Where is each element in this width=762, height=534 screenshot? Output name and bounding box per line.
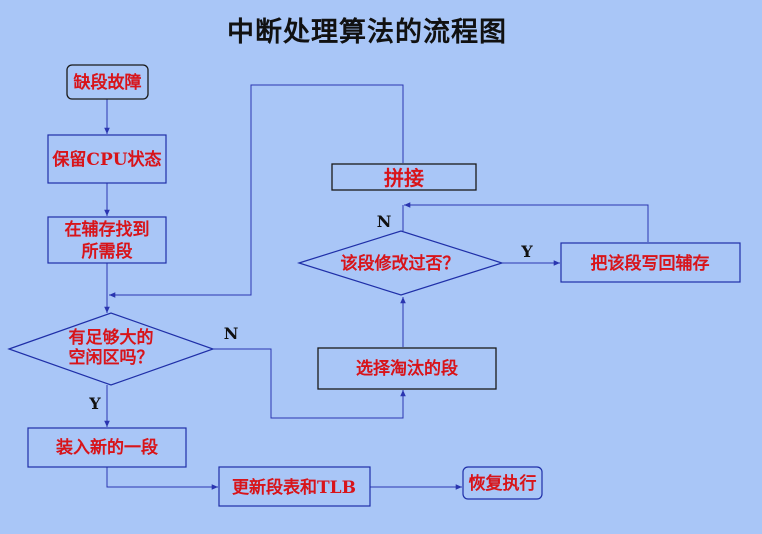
arrow-merge-loop <box>109 84 404 298</box>
label-modified-yes: Y <box>520 242 533 261</box>
page-title: 中断处理算法的流程图 <box>227 17 507 48</box>
node-missing-segment: 缺段故障 <box>66 64 149 100</box>
node-write-back-label: 把该段写回辅存 <box>591 253 710 274</box>
node-choose-evict: 选择淘汰的段 <box>317 347 497 390</box>
node-enough-line1: 有足够大的 <box>69 327 154 348</box>
label-modified-no: N <box>377 212 392 231</box>
node-merge: 拼接 <box>331 163 477 191</box>
node-resume: 恢复执行 <box>462 466 543 500</box>
connectors <box>104 84 649 490</box>
node-enough-space: 有足够大的 空闲区吗？ <box>7 312 215 386</box>
arrow-enough-no <box>213 348 406 419</box>
node-find-line2: 所需段 <box>82 241 133 262</box>
node-load-new: 装入新的一段 <box>27 427 187 468</box>
node-save-cpu: 保留CPU状态 <box>47 134 167 184</box>
node-modified-label: 该段修改过否？ <box>341 253 460 274</box>
node-resume-label: 恢复执行 <box>469 473 537 494</box>
node-write-back: 把该段写回辅存 <box>560 242 741 283</box>
node-enough-line2: 空闲区吗？ <box>69 347 154 368</box>
node-merge-label: 拼接 <box>384 166 424 190</box>
node-update-table-label: 更新段表和TLB <box>232 477 356 498</box>
label-enough-yes: Y <box>88 394 101 413</box>
node-update-table: 更新段表和TLB <box>218 466 371 507</box>
node-modified: 该段修改过否？ <box>296 230 504 296</box>
node-find-line1: 在辅存找到 <box>65 219 150 240</box>
node-save-cpu-label: 保留CPU状态 <box>51 149 161 170</box>
node-choose-evict-label: 选择淘汰的段 <box>356 358 458 379</box>
label-enough-no: N <box>224 324 239 343</box>
node-missing-segment-label: 缺段故障 <box>74 72 142 93</box>
arrow-writeback-to-merge <box>404 202 649 242</box>
node-load-new-label: 装入新的一段 <box>55 437 158 458</box>
arrow-load-to-update <box>106 467 218 490</box>
node-find-segment: 在辅存找到 所需段 <box>47 216 167 264</box>
